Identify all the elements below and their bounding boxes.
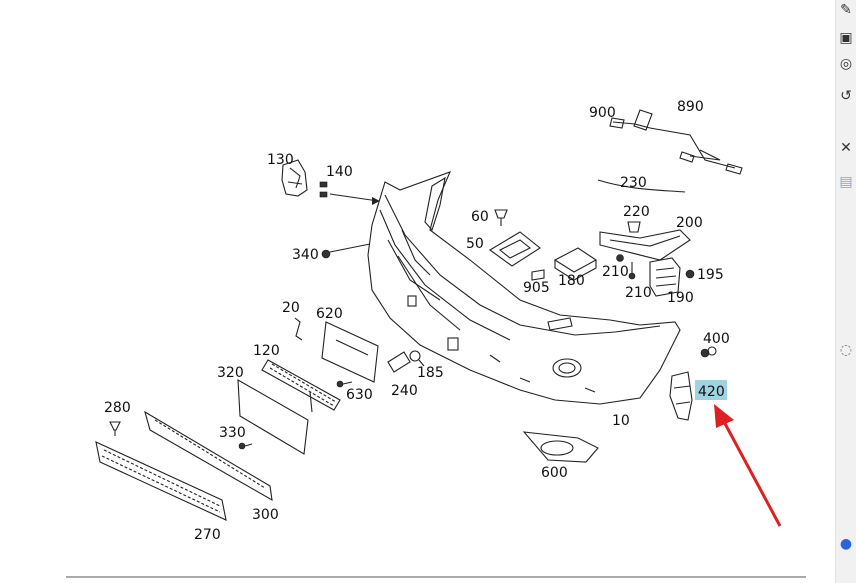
part-240-cover	[387, 351, 411, 373]
part-195	[685, 269, 695, 279]
target-icon[interactable]: ◎	[839, 56, 853, 72]
part-20	[294, 317, 303, 341]
part-630	[336, 380, 353, 388]
part-340	[321, 243, 371, 259]
close-icon[interactable]: ✕	[840, 140, 852, 156]
part-400	[700, 346, 717, 358]
red-arrow	[714, 404, 782, 527]
part-905	[531, 269, 545, 281]
label: 200	[676, 215, 703, 231]
label: 130	[267, 152, 294, 168]
label: 330	[219, 425, 246, 441]
label: 210	[602, 264, 629, 280]
label: 230	[620, 175, 647, 191]
part-10-bumper	[367, 171, 681, 405]
label: 140	[326, 164, 353, 180]
part-185	[409, 350, 425, 367]
label: 220	[623, 204, 650, 220]
print-icon[interactable]: ▣	[839, 30, 853, 46]
part-620-plate	[321, 321, 379, 383]
part-labels: 900 890 130 140 230 60 220 200 50 340 90…	[104, 99, 730, 543]
label: 400	[703, 331, 730, 347]
part-280	[109, 421, 121, 436]
label: 185	[417, 365, 444, 381]
part-320-panel	[237, 379, 309, 455]
label: 10	[612, 413, 630, 429]
label: 280	[104, 400, 131, 416]
info-icon[interactable]: ◌	[839, 342, 853, 358]
label: 630	[346, 387, 373, 403]
label: 320	[217, 365, 244, 381]
part-50	[489, 231, 541, 267]
part-300-grille	[144, 410, 273, 502]
part-270-grille	[95, 441, 227, 521]
part-420	[669, 371, 693, 421]
label: 210	[625, 285, 652, 301]
image-icon[interactable]: ▤	[839, 174, 853, 190]
rotate-icon[interactable]: ↺	[840, 88, 852, 104]
part-140	[319, 181, 380, 205]
label: 890	[677, 99, 704, 115]
label: 180	[558, 273, 585, 289]
label-highlighted: 420	[698, 384, 725, 400]
label: 270	[194, 527, 221, 543]
part-120-grille	[261, 359, 341, 413]
part-330	[238, 442, 253, 450]
label: 905	[523, 280, 550, 296]
part-190	[649, 257, 681, 297]
label: 300	[252, 507, 279, 523]
label: 900	[589, 105, 616, 121]
label: 600	[541, 465, 568, 481]
part-230	[597, 179, 686, 193]
label: 620	[316, 306, 343, 322]
part-130	[281, 159, 308, 197]
part-210	[616, 254, 636, 280]
toggle-icon[interactable]: ●	[839, 536, 853, 552]
label: 20	[282, 300, 300, 316]
label: 60	[471, 209, 489, 225]
part-200-bracket	[599, 221, 691, 261]
label: 195	[697, 267, 724, 283]
label: 50	[466, 236, 484, 252]
label: 120	[253, 343, 280, 359]
part-60	[494, 209, 508, 226]
part-180	[553, 247, 598, 281]
part-wiring-harness	[609, 109, 743, 175]
label: 240	[391, 383, 418, 399]
label: 340	[292, 247, 319, 263]
highlight-box	[695, 380, 727, 400]
edit-icon[interactable]: ✎	[840, 2, 852, 18]
part-600-fog-frame	[522, 431, 599, 463]
side-toolbar: ✎ ▣ ◎ ↺ ✕ ▤ ◌ ●	[835, 0, 856, 583]
label: 190	[667, 290, 694, 306]
